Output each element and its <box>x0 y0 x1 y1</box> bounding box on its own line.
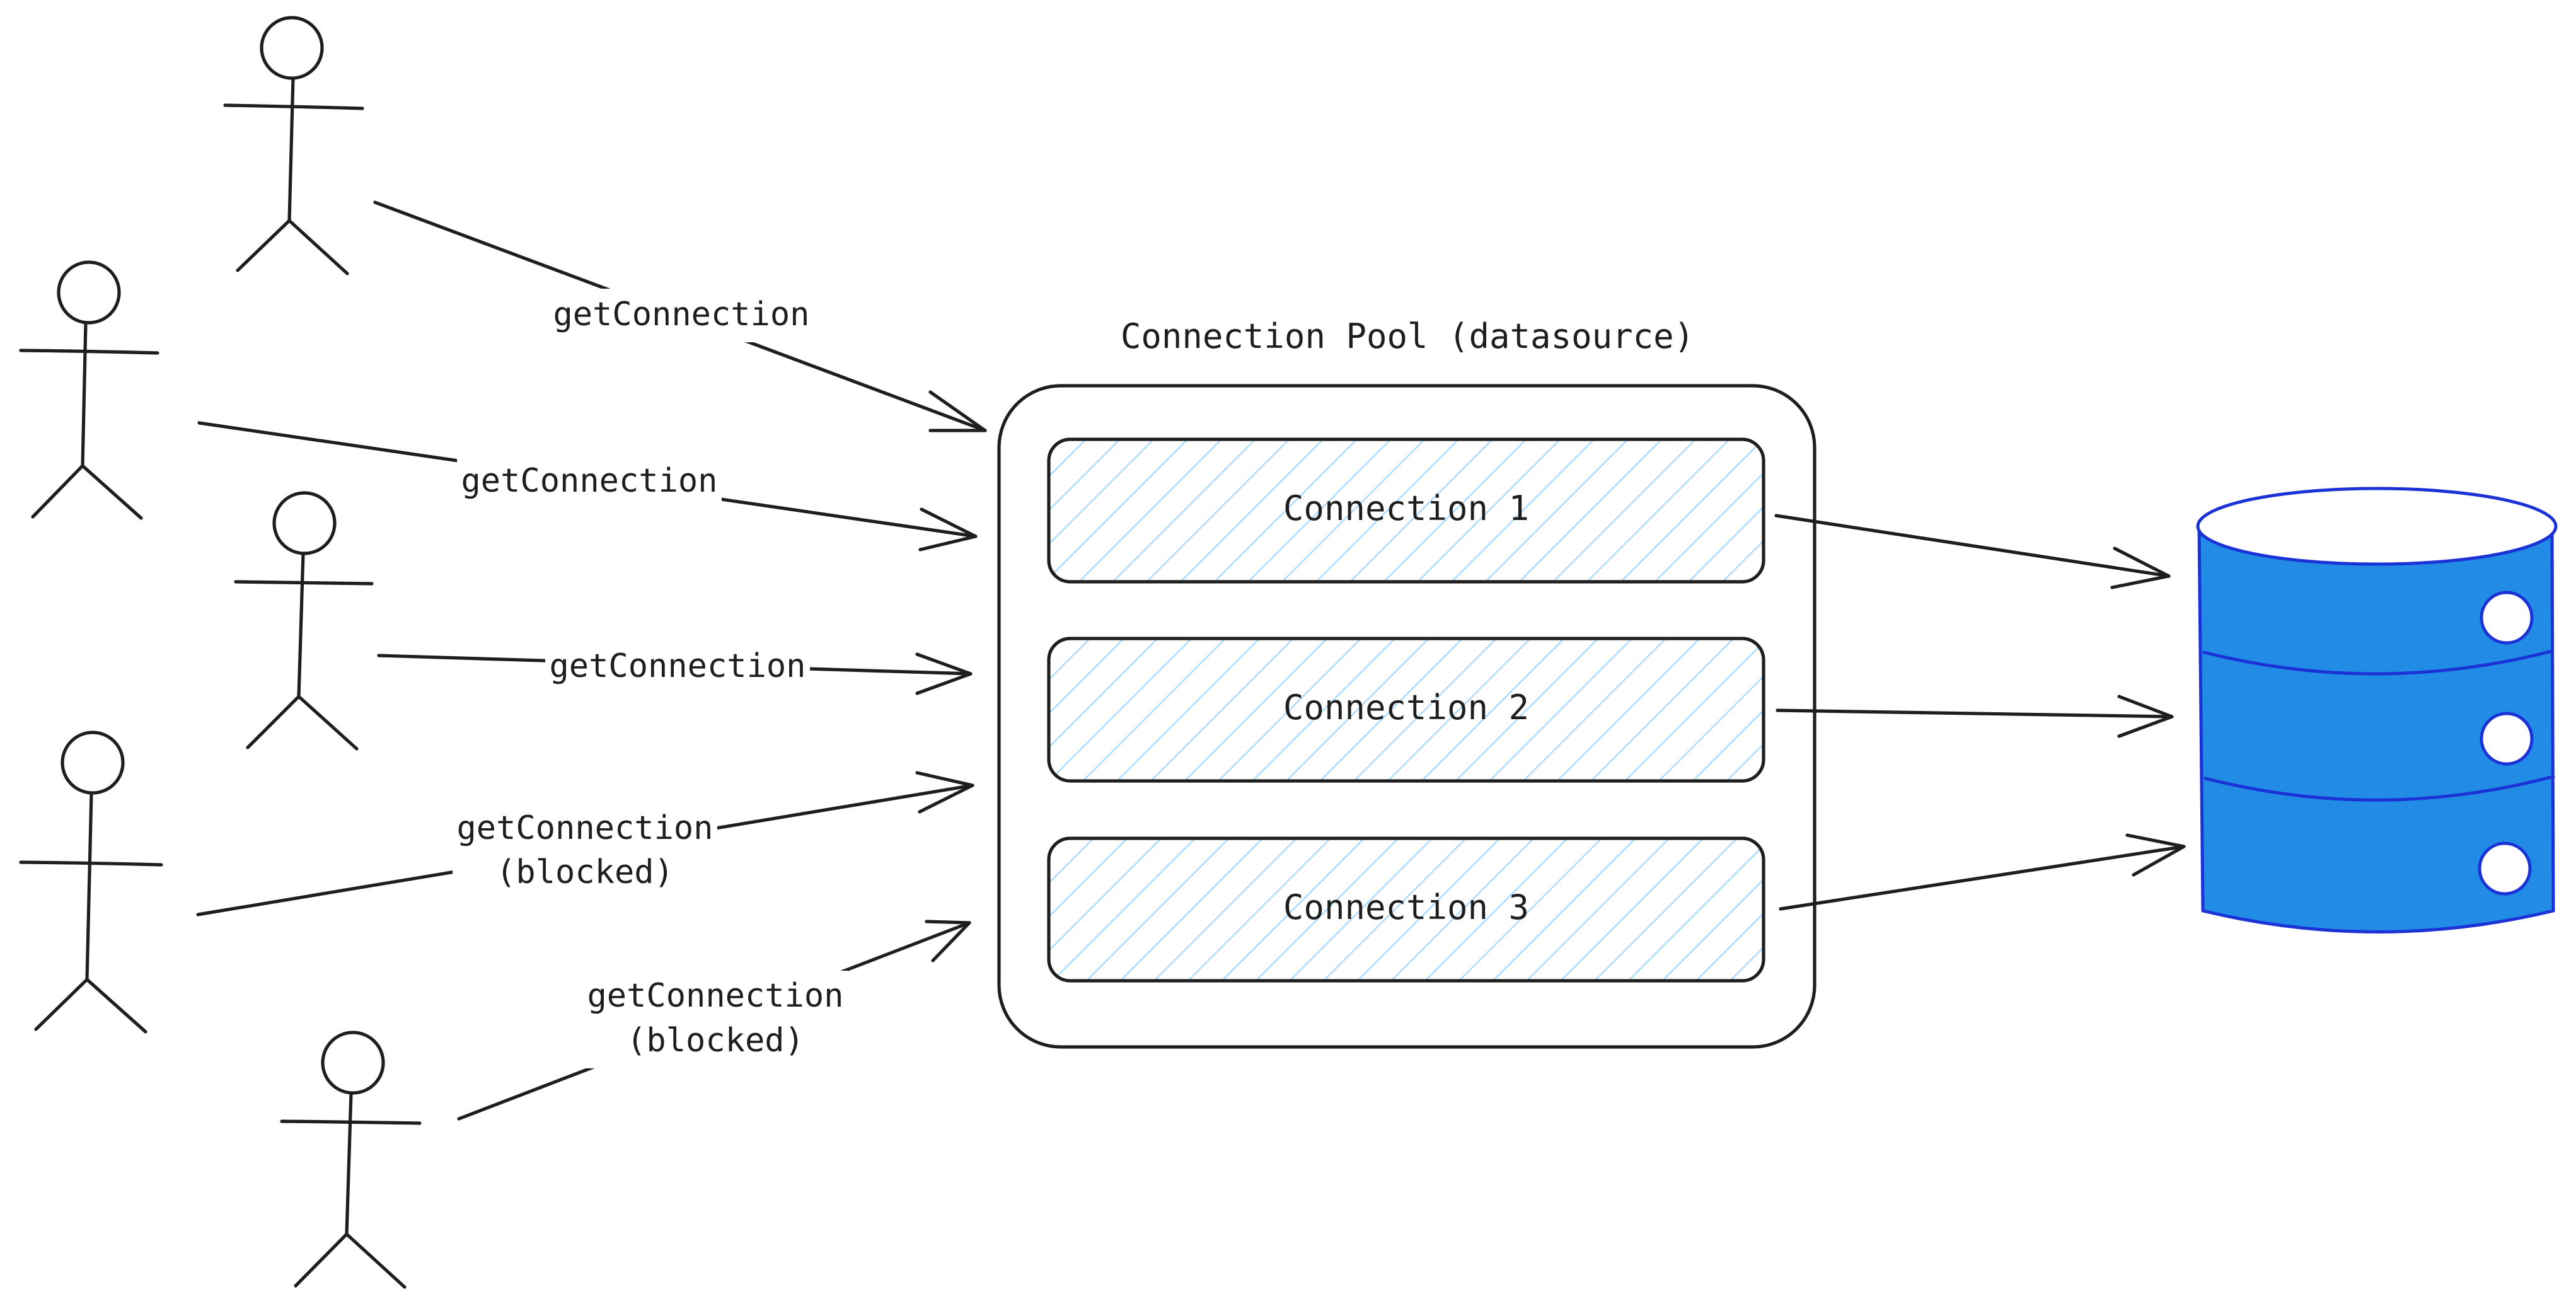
pool-title: Connection Pool (datasource) <box>1121 316 1694 356</box>
connection-label: Connection 2 <box>1283 688 1529 727</box>
blocked-status-label: (blocked) <box>496 853 674 891</box>
user-icon <box>19 260 159 520</box>
user-icon <box>223 16 364 275</box>
client-1: getConnection <box>223 16 987 432</box>
connection-box <box>1047 836 1765 983</box>
database-disk-2-icon <box>2480 712 2534 766</box>
database-cylinder-icon <box>2196 487 2558 933</box>
pool-container <box>997 384 1816 1049</box>
request-label: getConnection <box>550 647 806 685</box>
blocked-status-label: (blocked) <box>627 1022 804 1060</box>
connection-label: Connection 3 <box>1283 887 1529 927</box>
user-icon <box>19 731 163 1034</box>
user-icon <box>280 1031 422 1289</box>
request-label: getConnection <box>457 809 713 847</box>
connection-pool: Connection Pool (datasource) Connection … <box>997 316 1816 1049</box>
connection-3-db-arrow <box>1779 833 2186 911</box>
user-icon <box>234 491 374 751</box>
request-label: getConnection <box>461 462 718 500</box>
client-2: getConnection <box>19 260 978 552</box>
connection-2-db-arrow <box>1776 695 2174 738</box>
client-3: getConnection <box>234 491 973 751</box>
connection-box <box>1047 437 1765 584</box>
request-label: getConnection <box>553 296 810 333</box>
request-label: getConnection <box>587 977 844 1015</box>
database-disk-3-icon <box>2478 841 2532 896</box>
connection-1: Connection 1 <box>1047 437 1765 584</box>
connection-2: Connection 2 <box>1047 637 1765 783</box>
client-5: getConnection (blocked) <box>280 920 971 1289</box>
connection-label: Connection 1 <box>1283 488 1529 528</box>
connection-1-db-arrow <box>1774 514 2171 589</box>
connection-box <box>1047 637 1765 783</box>
connection-3: Connection 3 <box>1047 836 1765 983</box>
client-4: getConnection (blocked) <box>19 731 974 1034</box>
database-disk-1-icon <box>2480 591 2534 645</box>
